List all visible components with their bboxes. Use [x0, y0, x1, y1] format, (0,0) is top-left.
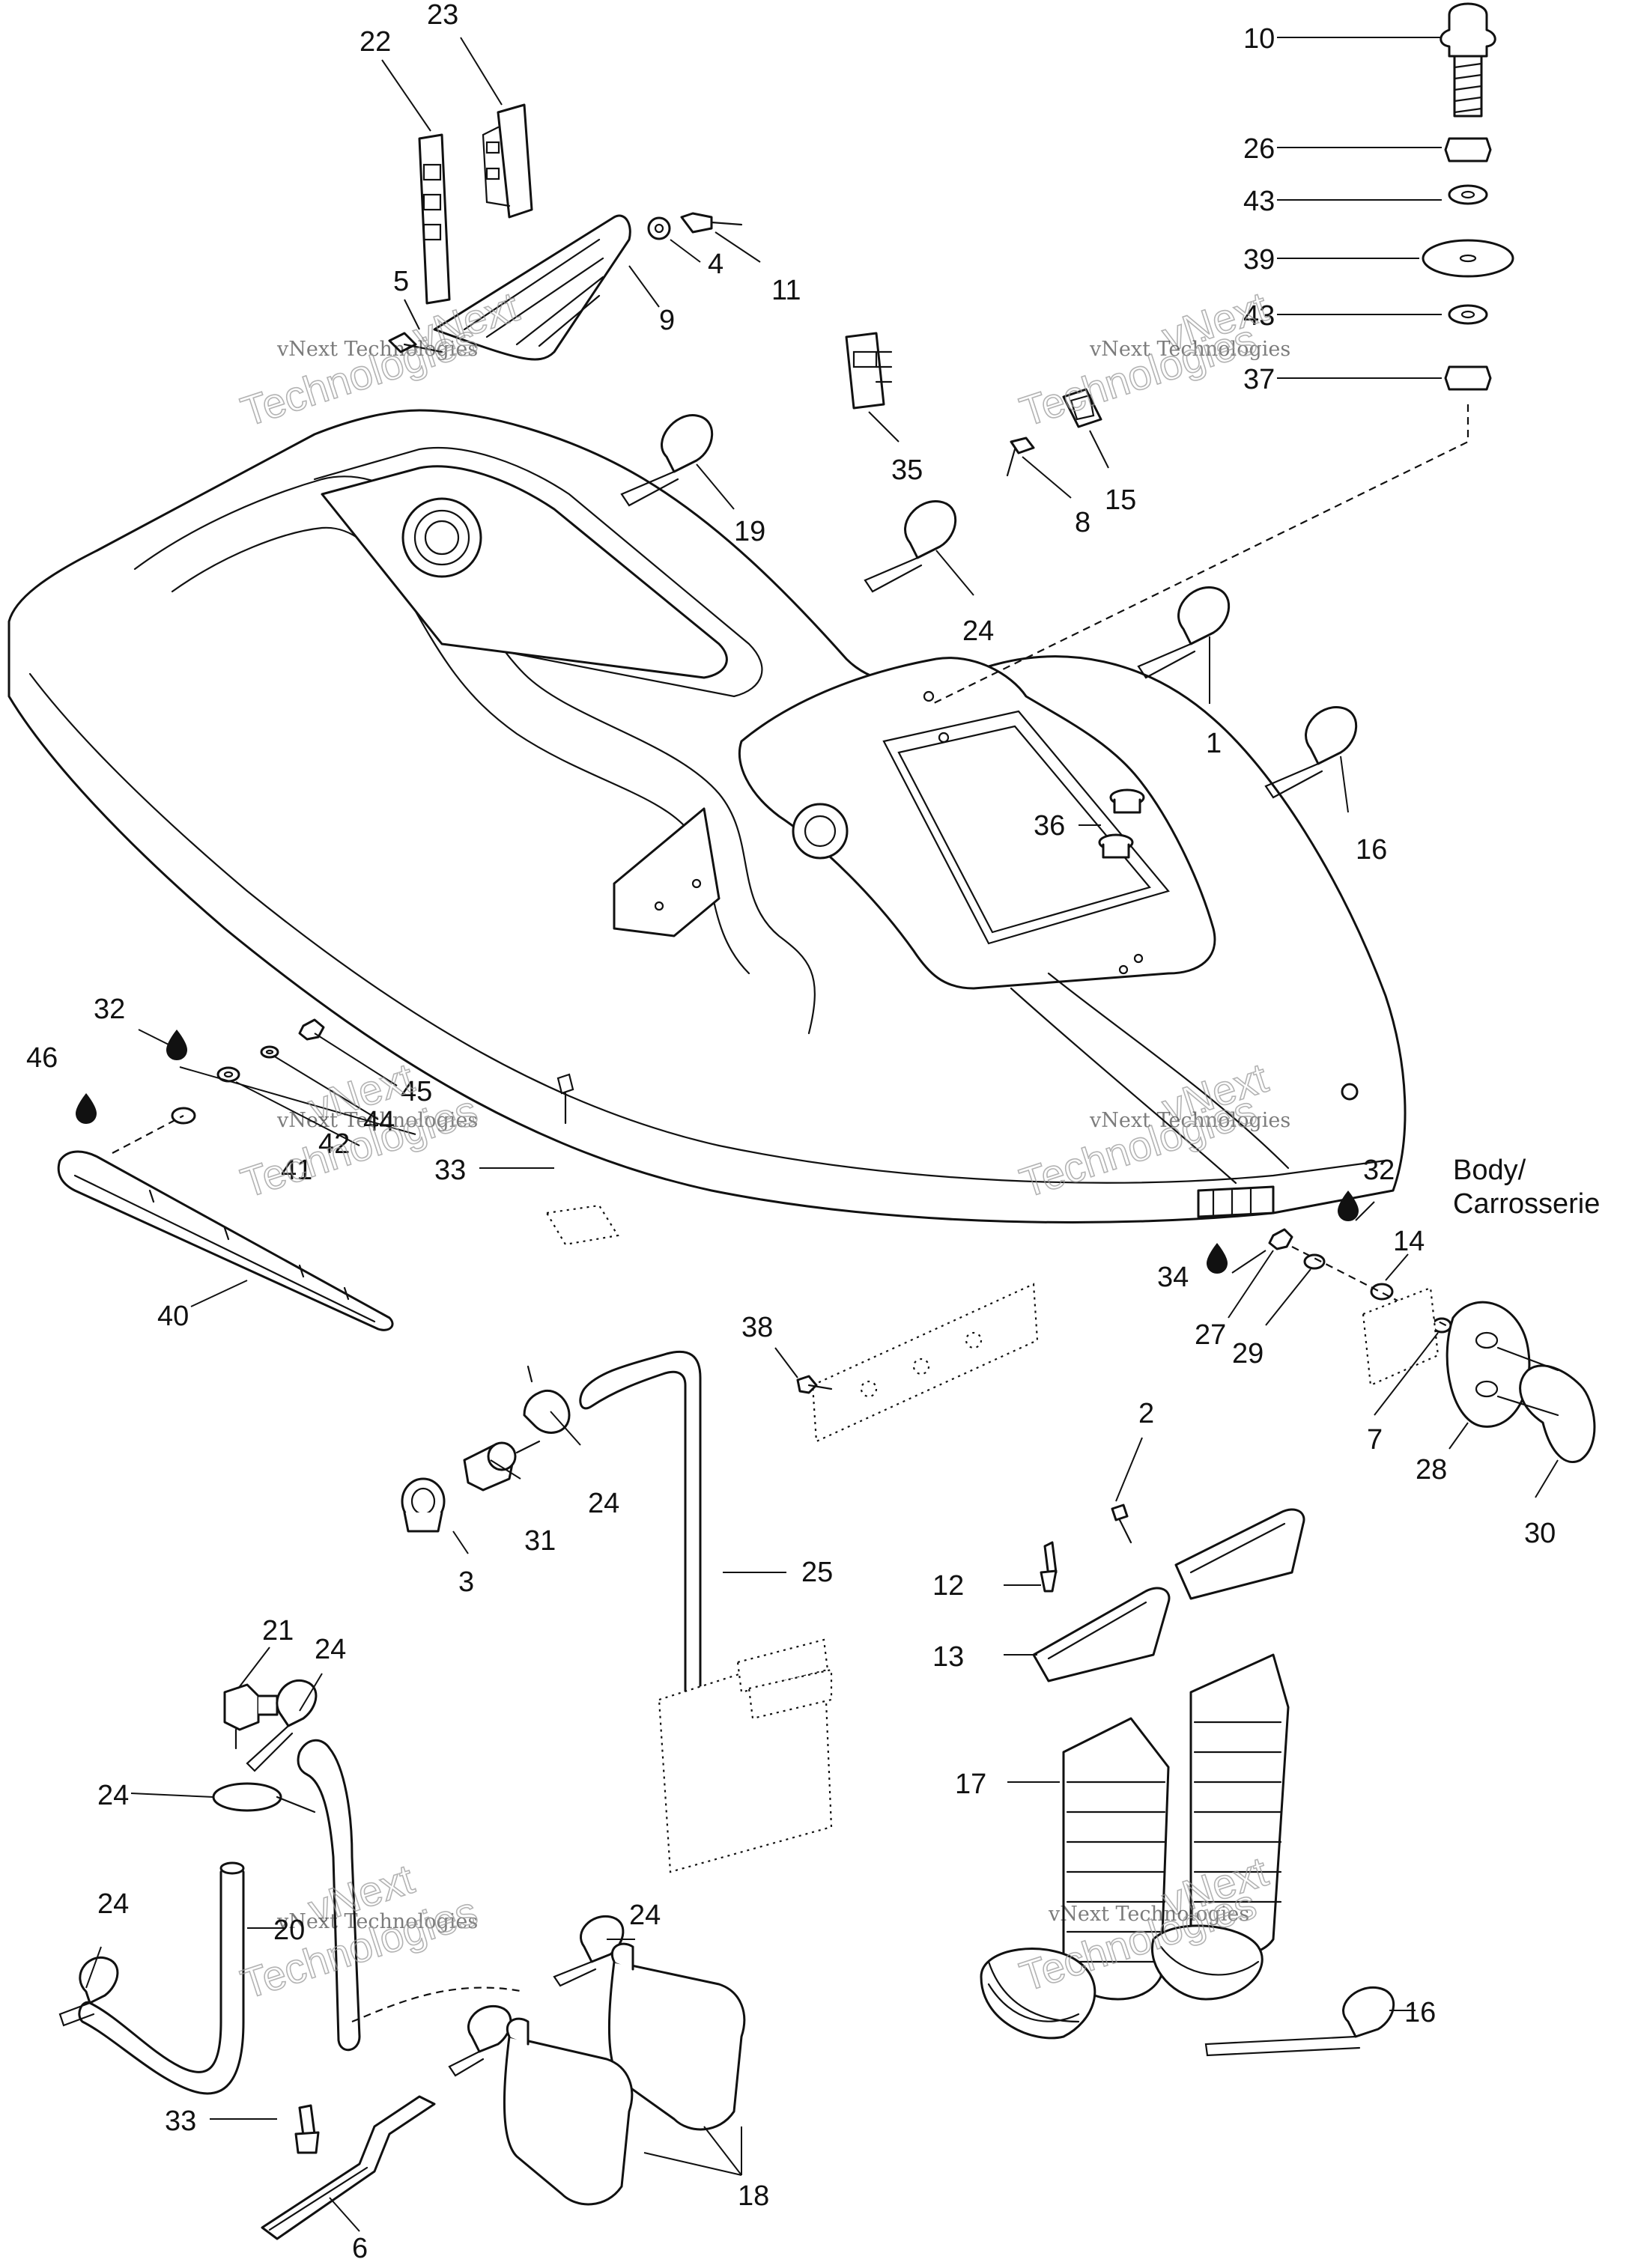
callout-22: 22 — [360, 26, 391, 58]
lubricant-drops — [76, 1030, 1359, 1274]
callout-43-upper: 43 — [1243, 186, 1275, 217]
callout-23: 23 — [427, 0, 458, 31]
callout-44: 44 — [363, 1106, 395, 1137]
callout-31: 31 — [524, 1525, 556, 1557]
callout-32-right: 32 — [1363, 1155, 1395, 1186]
callout-38: 38 — [741, 1312, 773, 1343]
drop-icon — [166, 1030, 187, 1060]
callout-29: 29 — [1232, 1338, 1264, 1369]
callout-10: 10 — [1243, 23, 1275, 55]
callout-2: 2 — [1138, 1398, 1154, 1429]
callout-24-center: 24 — [588, 1488, 619, 1519]
callout-37: 37 — [1243, 364, 1275, 395]
callout-12: 12 — [932, 1570, 964, 1602]
callout-27: 27 — [1195, 1319, 1226, 1351]
callout-45: 45 — [401, 1076, 432, 1107]
callout-39: 39 — [1243, 244, 1275, 276]
callout-32-left: 32 — [94, 994, 125, 1025]
callout-17: 17 — [955, 1769, 986, 1800]
svg-text:vNext Technologies: vNext Technologies — [276, 1910, 478, 1933]
callout-19: 19 — [734, 516, 765, 547]
drop-icon — [76, 1093, 97, 1124]
callout-4: 4 — [708, 249, 723, 280]
mirror-mount-stack — [932, 2, 1514, 705]
callout-34: 34 — [1157, 1262, 1189, 1293]
callout-1: 1 — [1206, 728, 1222, 759]
vent-and-clips — [388, 103, 743, 361]
watermark-2: vNext vNext Technologies Technologies — [1013, 282, 1290, 436]
center-hose — [401, 1350, 833, 1873]
callout-7: 7 — [1367, 1424, 1383, 1456]
callout-26: 26 — [1243, 133, 1275, 165]
svg-text:vNext Technologies: vNext Technologies — [1089, 1109, 1290, 1132]
drop-icon — [1207, 1243, 1228, 1274]
svg-text:vNext Technologies: vNext Technologies — [276, 338, 478, 361]
callout-11: 11 — [771, 275, 801, 306]
caption-line-2: Carrosserie — [1453, 1188, 1600, 1220]
mounting-plate — [796, 1283, 1039, 1443]
section-caption: Body/ Carrosserie — [1453, 1155, 1600, 1220]
callout-3: 3 — [458, 1566, 474, 1598]
callout-6: 6 — [352, 2233, 368, 2264]
callout-labels: 10 26 43 39 43 37 22 23 11 4 5 9 35 15 8… — [26, 0, 1556, 2264]
callout-8: 8 — [1075, 507, 1090, 538]
callout-5: 5 — [393, 266, 409, 297]
callout-16-lower: 16 — [1404, 1997, 1436, 2028]
callout-24-lower-b: 24 — [97, 1780, 129, 1811]
callout-24-lower-c: 24 — [97, 1888, 129, 1920]
watermark-5: vNext vNext Technologies Technologies — [234, 1854, 483, 2008]
drop-icon — [1338, 1191, 1359, 1221]
callout-18: 18 — [738, 2180, 769, 2212]
callout-15: 15 — [1105, 484, 1136, 516]
callout-43-lower: 43 — [1243, 300, 1275, 332]
callout-40: 40 — [157, 1301, 189, 1332]
callout-16-upper: 16 — [1356, 834, 1387, 866]
callout-36: 36 — [1034, 810, 1065, 842]
svg-text:Technologies: Technologies — [1014, 314, 1261, 435]
cable-ties-upper — [620, 332, 1358, 859]
svg-text:vNext Technologies: vNext Technologies — [1089, 338, 1290, 361]
callout-20: 20 — [273, 1915, 305, 1946]
leader-lines — [85, 37, 1559, 2232]
callout-28: 28 — [1416, 1454, 1447, 1486]
rear-hardware — [1268, 1228, 1596, 1463]
callout-14: 14 — [1393, 1226, 1425, 1257]
callout-9: 9 — [659, 305, 675, 336]
callout-24-upper: 24 — [962, 615, 994, 647]
watermark-1: vNext vNext Technologies Technologies — [234, 282, 525, 436]
air-ducts — [980, 1504, 1395, 2057]
callout-33-upper: 33 — [434, 1155, 466, 1186]
callout-25: 25 — [801, 1557, 833, 1588]
callout-24-lower-a: 24 — [315, 1634, 346, 1665]
hull-body — [7, 409, 1407, 1223]
svg-text:vNext Technologies: vNext Technologies — [1048, 1903, 1249, 1926]
callout-30: 30 — [1524, 1518, 1556, 1549]
callout-21: 21 — [262, 1615, 294, 1647]
svg-text:vNext Technologies: vNext Technologies — [276, 1109, 478, 1132]
lower-left-hoses — [58, 1679, 746, 2240]
callout-41: 41 — [281, 1155, 312, 1186]
callout-46: 46 — [26, 1042, 58, 1074]
caption-line-1: Body/ — [1453, 1155, 1526, 1186]
callout-35: 35 — [891, 454, 923, 486]
callout-33-lower: 33 — [165, 2106, 196, 2137]
callout-13: 13 — [932, 1641, 964, 1673]
callout-24-lower-d: 24 — [629, 1900, 661, 1931]
sponson-assembly — [57, 1018, 619, 1331]
callout-42: 42 — [318, 1128, 350, 1160]
